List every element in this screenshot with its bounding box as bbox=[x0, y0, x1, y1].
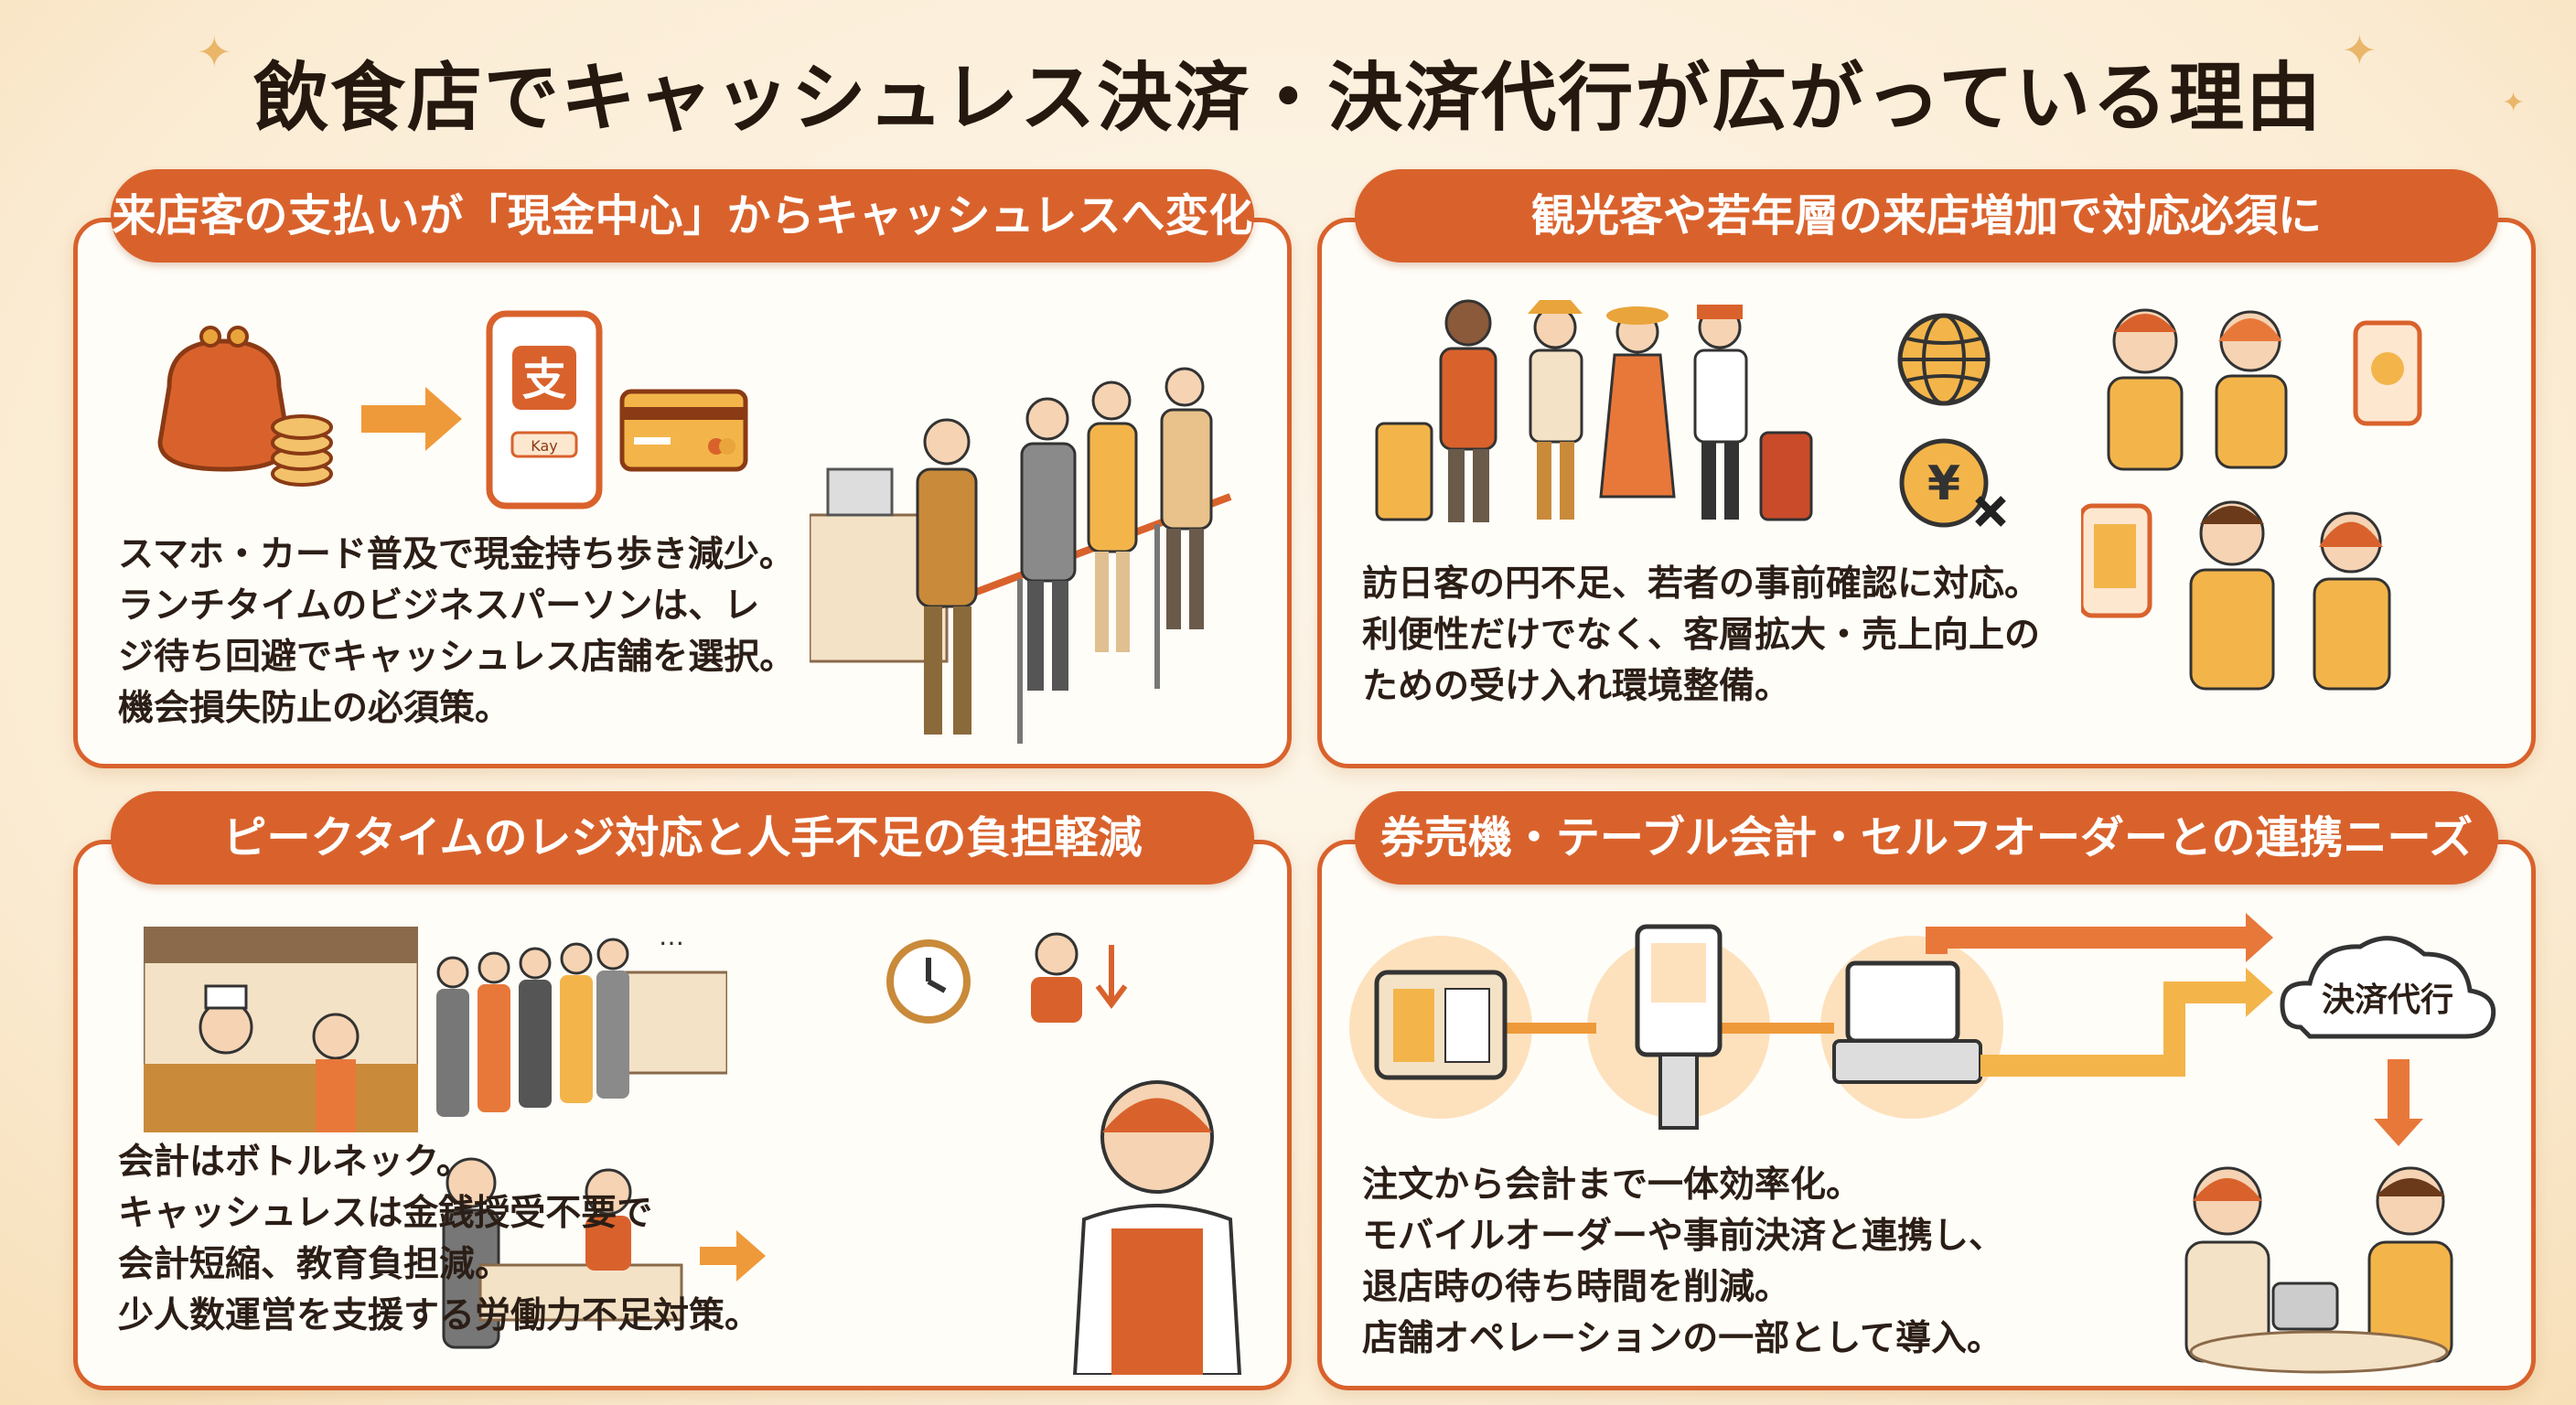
suitcase-icon bbox=[1759, 431, 1813, 521]
person-icon bbox=[436, 956, 469, 1117]
smartphone-icon bbox=[2081, 503, 2152, 618]
sparkle-icon: ✦ bbox=[2502, 87, 2526, 119]
cloud-label: 決済代行 bbox=[2322, 981, 2453, 1019]
body-line: スマホ・カード普及で現金持ち歩き減少。 bbox=[118, 534, 795, 575]
person-icon bbox=[1160, 367, 1213, 629]
young-customers-illustration bbox=[2081, 308, 2422, 691]
staff-reduction-illustration bbox=[1031, 932, 1128, 1023]
kitchen-illustration bbox=[144, 927, 418, 1132]
person-icon bbox=[2215, 310, 2288, 469]
panel-body: 訪日客の円不足、若者の事前確認に対応。 利便性だけでなく、客層拡大・売上向上の … bbox=[1362, 559, 2040, 713]
arrow-right-icon bbox=[361, 387, 462, 451]
panel-header: ピークタイムのレジ対応と人手不足の負担軽減 bbox=[111, 791, 1254, 885]
panel-header: 来店客の支払いが「現金中心」からキャッシュレスへ変化 bbox=[111, 169, 1254, 263]
person-icon bbox=[1439, 299, 1497, 522]
person-icon bbox=[560, 942, 593, 1103]
arrow-right-icon bbox=[1926, 913, 2273, 962]
coins-icon bbox=[271, 414, 333, 487]
panel-integration-needs: 券売機・テーブル会計・セルフオーダーとの連携ニーズ 決済代行 注文から会計まで一… bbox=[1317, 791, 2536, 1390]
body-line: 注文から会計まで一体効率化。 bbox=[1362, 1164, 1862, 1206]
person-icon bbox=[519, 947, 552, 1108]
person-icon bbox=[1599, 306, 1676, 499]
person-icon bbox=[2107, 308, 2184, 471]
panel-tourists-youth: 観光客や若年層の来店増加で対応必須に ¥ 訪日客の円不足、若者の事前確認に対応。… bbox=[1317, 169, 2536, 768]
body-line: 会計短縮、教育負担減。 bbox=[118, 1244, 511, 1285]
body-line: 利便性だけでなく、客層拡大・売上向上の bbox=[1362, 615, 2041, 656]
person-icon bbox=[2367, 1166, 2453, 1363]
person-icon bbox=[1087, 381, 1138, 652]
person-icon bbox=[1693, 305, 1748, 520]
smartphone-icon bbox=[2353, 320, 2422, 426]
clock-icon bbox=[886, 939, 971, 1024]
queue-illustration: … bbox=[436, 921, 727, 1117]
panel-body: 注文から会計まで一体効率化。 モバイルオーダーや事前決済と連携し、 退店時の待ち… bbox=[1362, 1160, 2004, 1365]
cashier-payment-illustration bbox=[442, 1157, 766, 1349]
cloud-icon bbox=[2280, 936, 2496, 1039]
person-icon bbox=[1528, 300, 1583, 520]
smartphone-icon: 支 Kay bbox=[486, 310, 603, 509]
body-line: 会計はボトルネック。 bbox=[118, 1142, 472, 1183]
arrow-right-icon bbox=[700, 1230, 766, 1282]
panel-body: スマホ・カード普及で現金持ち歩き減少。 ランチタイムのビジネスパーソンは、レ ジ… bbox=[118, 530, 795, 735]
person-icon bbox=[916, 418, 978, 735]
panel-peak-time: ピークタイムのレジ対応と人手不足の負担軽減 … bbox=[73, 791, 1292, 1390]
person-icon bbox=[478, 951, 510, 1112]
arrow-right-icon bbox=[1980, 968, 2273, 1077]
checkout-queue-illustration bbox=[810, 367, 1232, 744]
globe-icon bbox=[1897, 313, 1991, 406]
body-line: 店舗オペレーションの一部として導入。 bbox=[1362, 1318, 2003, 1359]
arrow-down-icon bbox=[2374, 1059, 2423, 1146]
person-icon bbox=[2313, 511, 2391, 691]
panel-header: 観光客や若年層の来店増加で対応必須に bbox=[1355, 169, 2498, 263]
stressed-staff-illustration bbox=[1072, 1080, 1242, 1375]
payment-shift-illustration: 支 Kay bbox=[157, 310, 748, 509]
suitcase-icon bbox=[1375, 422, 1433, 521]
body-line: ための受け入れ環境整備。 bbox=[1362, 666, 1791, 707]
pos-register-icon bbox=[1832, 960, 1982, 1084]
body-line: 退店時の待ち時間を削減。 bbox=[1362, 1267, 1791, 1308]
phone-app-glyph: 支 bbox=[522, 354, 566, 405]
panel-header: 券売機・テーブル会計・セルフオーダーとの連携ニーズ bbox=[1355, 791, 2498, 885]
credit-card-icon bbox=[619, 389, 748, 472]
body-line: キャッシュレスは金銭授受不要で bbox=[118, 1193, 653, 1234]
person-icon bbox=[585, 1168, 632, 1271]
integration-flow-illustration: 決済代行 bbox=[1349, 913, 2496, 1146]
phone-pay-label: Kay bbox=[531, 437, 557, 455]
sparkle-icon: ✦ bbox=[197, 27, 232, 77]
panel-cashless-shift: 来店客の支払いが「現金中心」からキャッシュレスへ変化 支 Kay bbox=[73, 169, 1292, 768]
person-icon bbox=[596, 938, 629, 1099]
page-title: 飲食店でキャッシュレス決済・決済代行が広がっている理由 bbox=[252, 55, 2324, 142]
kiosk-icon bbox=[1635, 924, 1723, 1130]
coin-purse-icon bbox=[157, 326, 291, 472]
body-line: 機会損失防止の必須策。 bbox=[118, 688, 511, 729]
sparkle-icon: ✦ bbox=[2342, 26, 2377, 75]
body-line: 少人数運営を支援する労働力不足対策。 bbox=[118, 1295, 761, 1336]
yen-no-icon: ¥ bbox=[1899, 438, 2006, 528]
person-icon bbox=[1020, 397, 1077, 691]
body-line: ジ待ち回避でキャッシュレス店舗を選択。 bbox=[118, 637, 796, 678]
person-icon bbox=[2189, 500, 2275, 691]
yen-glyph: ¥ bbox=[1927, 456, 1960, 511]
body-line: モバイルオーダーや事前決済と連携し、 bbox=[1362, 1216, 2005, 1257]
panel-body: 会計はボトルネック。 キャッシュレスは金銭授受不要で 会計短縮、教育負担減。 少… bbox=[118, 1137, 760, 1342]
tablet-menu-icon bbox=[1374, 970, 1508, 1080]
body-line: ランチタイムのビジネスパーソンは、レ bbox=[118, 585, 760, 627]
body-line: 訪日客の円不足、若者の事前確認に対応。 bbox=[1362, 563, 2041, 605]
speech-bubble-icon: … bbox=[659, 921, 684, 951]
person-icon bbox=[2184, 1166, 2270, 1363]
table-payment-illustration bbox=[2184, 1166, 2453, 1374]
tourists-illustration bbox=[1375, 299, 1813, 522]
